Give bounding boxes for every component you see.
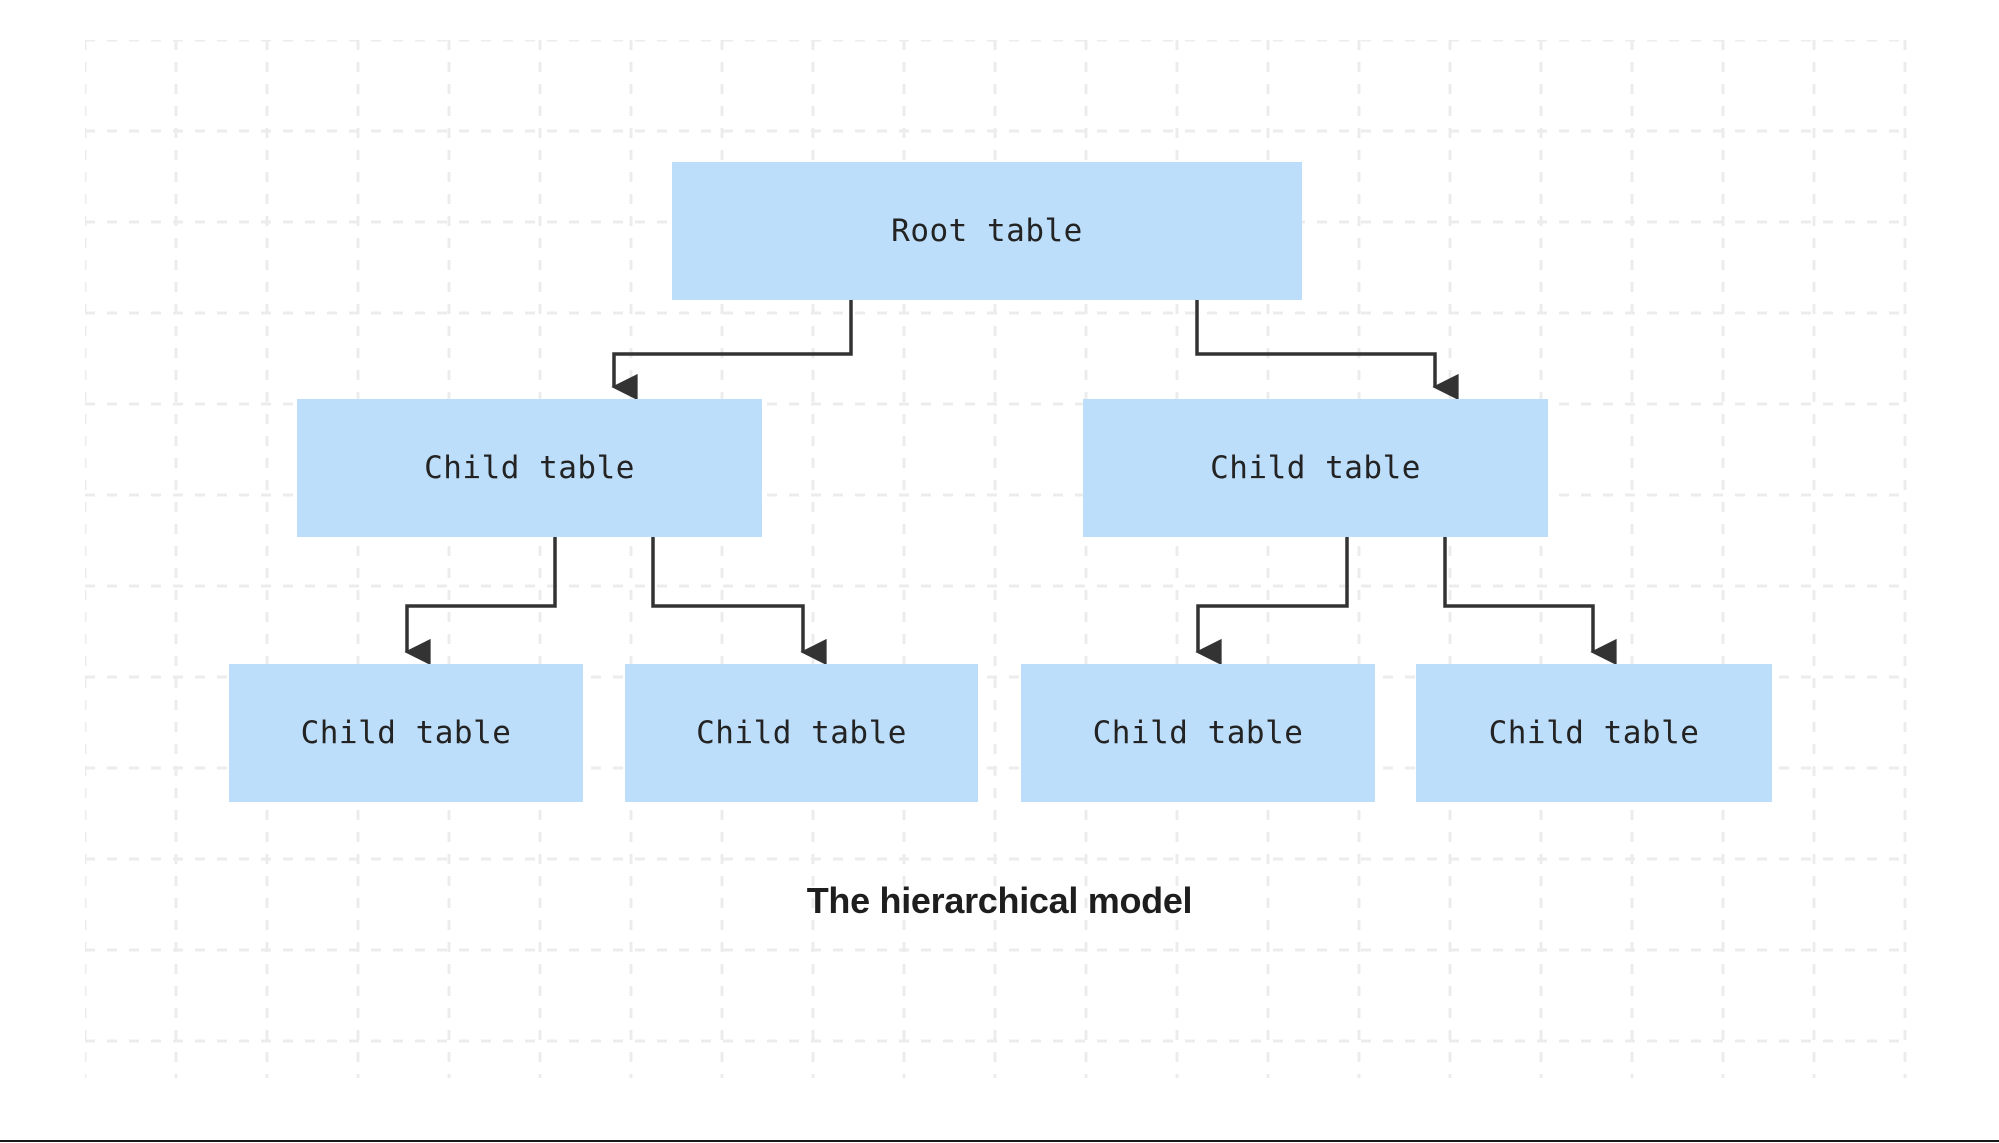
node-child-table-leaf-3[interactable]: Child table [1021,664,1375,802]
edge-root-to-mid-left [611,300,853,401]
node-child-table-mid-right[interactable]: Child table [1083,399,1548,537]
node-root-table[interactable]: Root table [672,162,1302,300]
node-child-table-leaf-2[interactable]: Child table [625,664,978,802]
node-child-table-leaf-1[interactable]: Child table [229,664,583,802]
edge-mid-left-to-leaf-1 [404,537,557,666]
node-child-table-leaf-4[interactable]: Child table [1416,664,1772,802]
edge-mid-right-to-leaf-4 [1443,537,1617,666]
edge-root-to-mid-right [1195,300,1459,401]
edge-mid-right-to-leaf-3 [1195,537,1349,666]
diagram-caption: The hierarchical model [806,880,1193,921]
edge-mid-left-to-leaf-2 [651,537,827,666]
bottom-divider [0,1140,1999,1142]
node-child-table-mid-left[interactable]: Child table [297,399,762,537]
